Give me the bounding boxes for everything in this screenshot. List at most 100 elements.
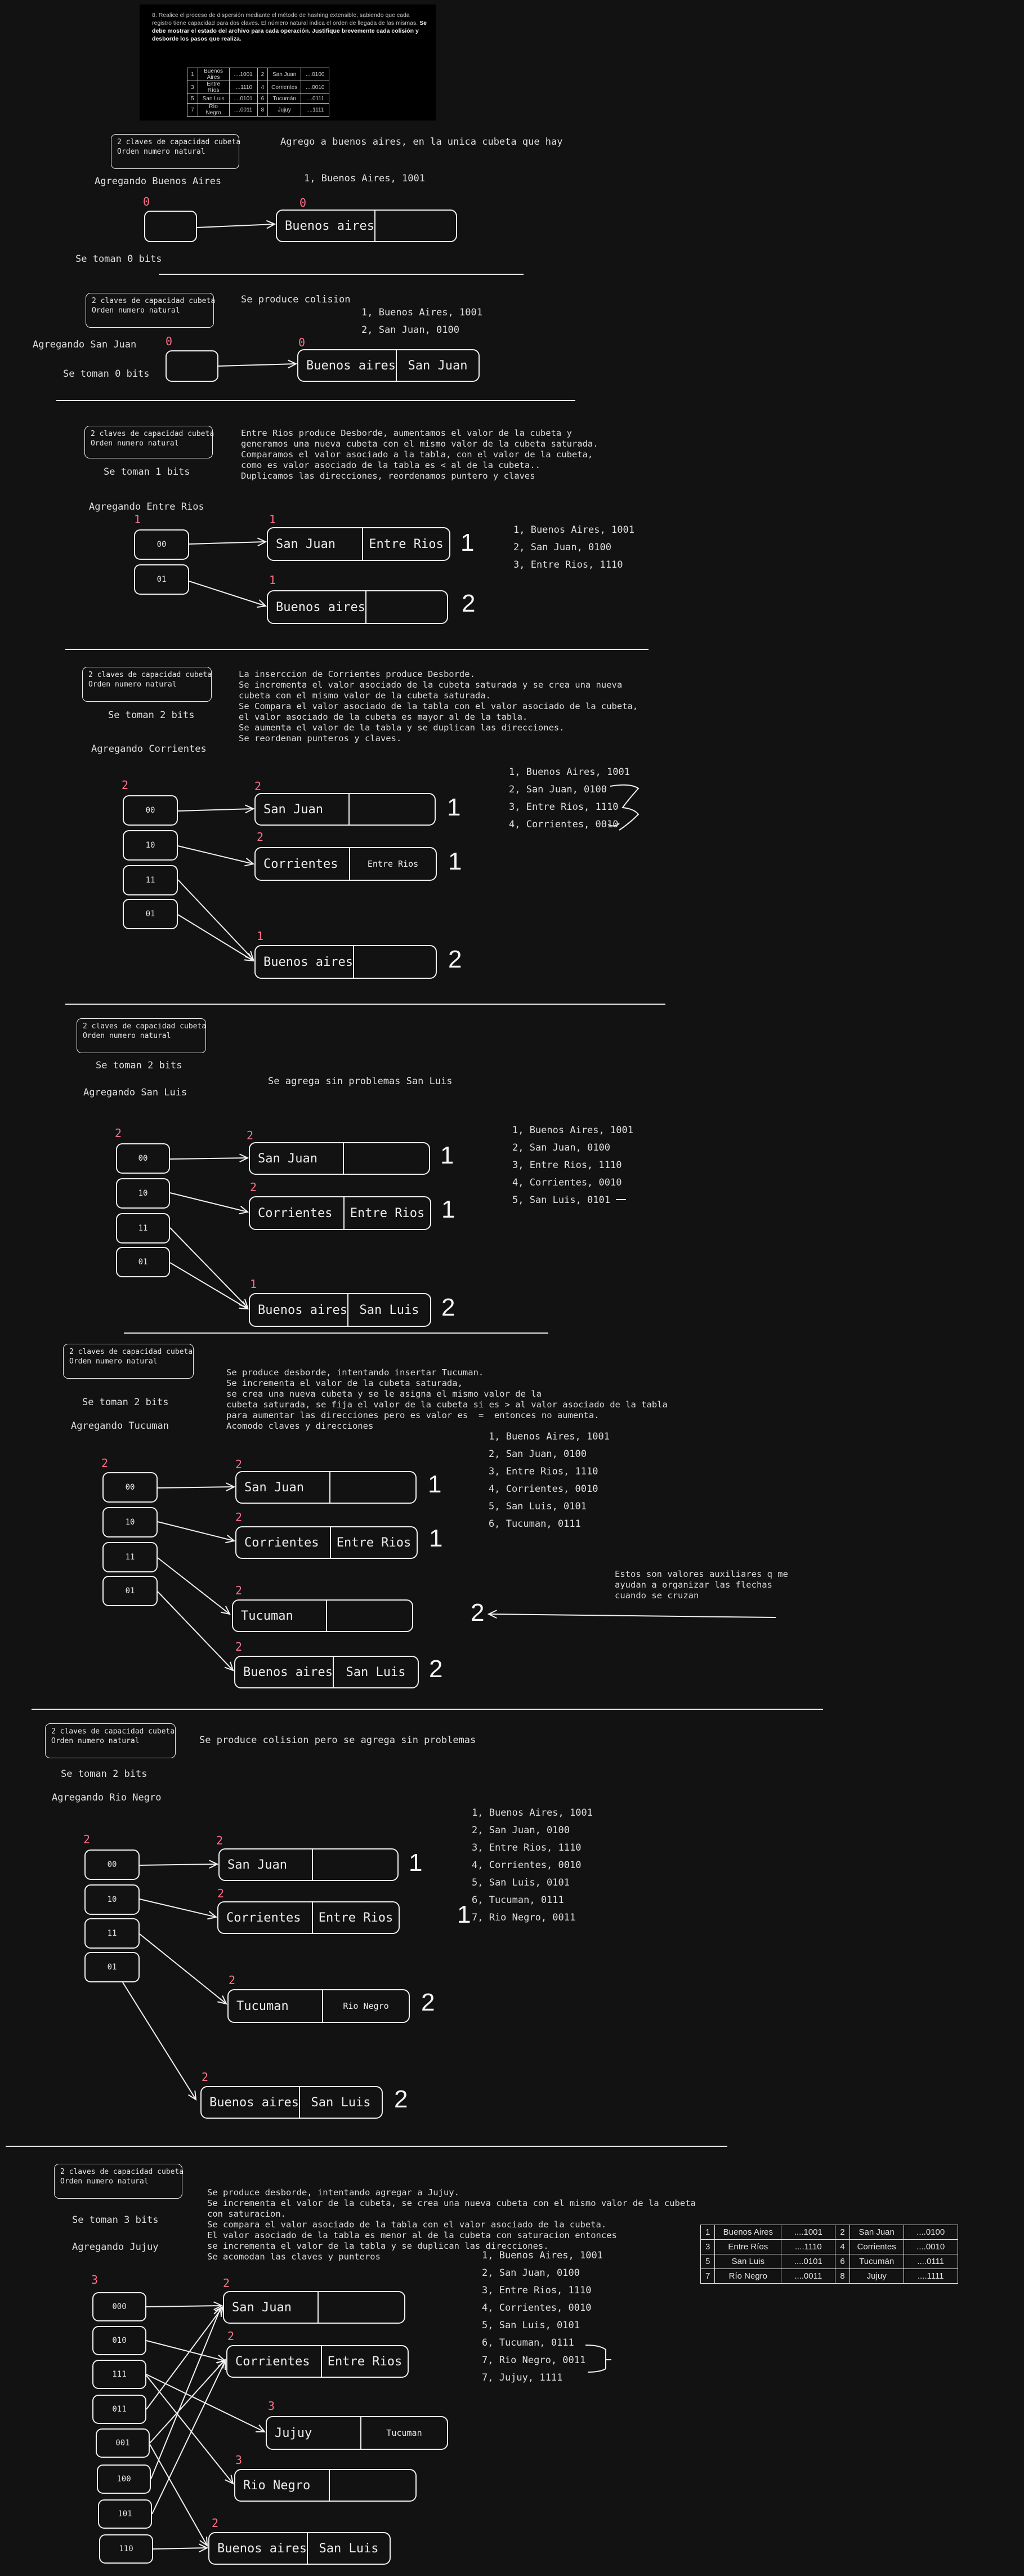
bucket-slot: Corrientes	[263, 857, 338, 871]
directory-cell: 00	[123, 795, 178, 826]
bucket-pointer-count: 2	[471, 1599, 485, 1626]
key-entry: 7, Rio Negro, 0011	[482, 2355, 586, 2366]
directory-cell: 11	[116, 1213, 170, 1244]
bucket-depth: 2	[254, 779, 262, 793]
bucket: Jujuy Tucuman	[266, 2416, 448, 2450]
directory-cell: 10	[123, 830, 178, 861]
key-entry: 1, Buenos Aires, 1001	[512, 1125, 633, 1136]
pointer-arrow	[153, 2547, 208, 2550]
key-table-cell: ....1111	[301, 103, 330, 117]
key-list: 1, Buenos Aires, 1001	[304, 173, 425, 184]
bucket: Tucuman	[232, 1599, 413, 1632]
auxiliary-note: Estos son valores auxiliares q me ayudan…	[615, 1569, 788, 1601]
key-table-cell: Entre Ríos	[714, 2239, 782, 2254]
key-entry: 2, San Juan, 0100	[361, 324, 459, 336]
bucket-slot	[348, 794, 435, 825]
bucket-slot	[326, 1601, 412, 1631]
directory-cell: 01	[102, 1576, 158, 1606]
pointer-arrow	[149, 2359, 226, 2444]
key-table-cell: 3	[700, 2239, 716, 2254]
note-line: Orden numero natural	[51, 1737, 140, 1745]
note-line: Orden numero natural	[117, 148, 205, 156]
bucket-pointer-count: 1	[428, 1470, 442, 1498]
bucket-pointer-count: 1	[448, 848, 462, 875]
arrow-head	[199, 2536, 208, 2547]
bucket: San Juan	[254, 793, 436, 826]
bucket-pointer-count: 1	[460, 529, 475, 556]
bucket-depth: 2	[250, 1180, 257, 1194]
bucket: Corrientes Entre Rios	[226, 2345, 409, 2378]
bucket-pointer-count: 2	[429, 1655, 443, 1683]
directory-cell: 10	[84, 1884, 140, 1915]
step-title: Agregando San Juan	[33, 339, 137, 350]
pointer-arrow	[157, 1591, 234, 1671]
key-table-cell: Corrientes	[849, 2239, 904, 2254]
note-line: 2 claves de capacidad cubeta	[91, 430, 214, 438]
note-line: Orden numero natural	[83, 1032, 171, 1040]
key-entry: 5, San Luis, 0101	[512, 1195, 610, 1206]
note-line: Orden numero natural	[69, 1357, 158, 1366]
step-description: Se produce desborde, intentando insertar…	[226, 1367, 668, 1431]
arrow-head	[207, 1911, 218, 1920]
pointer-arrow	[146, 2340, 226, 2361]
key-table-cell: San Juan	[849, 2225, 904, 2240]
bucket-pointer-count: 1	[429, 1525, 443, 1552]
directory-cell: 11	[123, 865, 178, 895]
directory-cell: 101	[98, 2499, 152, 2529]
bucket-slot: Buenos aires	[209, 2095, 299, 2110]
key-entry: 1, Buenos Aires, 1001	[472, 1807, 593, 1819]
note-line: Orden numero natural	[92, 306, 180, 315]
bucket-slot: San Juan	[276, 537, 336, 551]
bits-taken: Se toman 3 bits	[72, 2214, 159, 2226]
key-entry: 3, Entre Rios, 1110	[482, 2285, 592, 2296]
bucket-slot: Corrientes	[235, 2354, 310, 2369]
bucket: Buenos aires San Luis	[249, 1293, 431, 1327]
arrow-head	[209, 1860, 219, 1869]
key-table-cell: ....0011	[229, 103, 258, 117]
pointer-arrow	[157, 1486, 235, 1488]
bucket-depth: 2	[212, 2516, 219, 2530]
key-table-cell: Río Negro	[714, 2269, 782, 2284]
bucket-pointer-count: 1	[441, 1196, 455, 1223]
bucket-pointer-count: 1	[409, 1849, 423, 1877]
bucket-slot: San Juan	[244, 1480, 304, 1495]
bucket: Buenos aires	[267, 590, 448, 624]
bits-taken: Se toman 2 bits	[96, 1060, 182, 1071]
bucket-slot: Corrientes	[258, 1206, 333, 1220]
bucket-slot	[329, 2470, 415, 2501]
key-entry: 6, Tucuman, 0111	[489, 1518, 581, 1530]
key-table-cell: ....0101	[781, 2254, 836, 2269]
bucket: Buenos aires San Luis	[208, 2532, 391, 2565]
pointer-arrow	[177, 845, 254, 864]
bucket: San Juan	[223, 2291, 405, 2324]
exercise-text-bold: Se debe mostrar el estado del archivo pa…	[152, 20, 427, 42]
bucket: San Juan	[235, 1471, 417, 1504]
key-entry: 2, San Juan, 0100	[509, 784, 607, 795]
arrow-head	[238, 1301, 249, 1310]
key-table-cell: ....0010	[903, 2239, 958, 2254]
note-line: 2 claves de capacidad cubeta	[69, 1348, 193, 1356]
step-description: La inserccion de Corrientes produce Desb…	[239, 669, 638, 743]
arrow-head	[244, 952, 254, 962]
bucket-slot: San Juan	[395, 350, 479, 381]
bucket-depth: 0	[298, 336, 306, 349]
directory-cell: 00	[116, 1143, 170, 1174]
key-entry: 2, San Juan, 0100	[512, 1142, 610, 1153]
key-entry: 5, San Luis, 0101	[489, 1501, 587, 1512]
key-entry: 6, Tucuman, 0111	[472, 1895, 564, 1906]
directory-cell: 10	[116, 1178, 170, 1209]
bucket-pointer-count: 2	[448, 946, 462, 973]
bucket: San Juan	[218, 1848, 399, 1881]
bucket-slot: San Luis	[306, 2533, 390, 2564]
bucket-slot: Buenos aires	[306, 358, 396, 373]
bucket: Corrientes Entre Rios	[217, 1901, 400, 1934]
pointer-arrow	[488, 1614, 776, 1618]
step-description: Se produce desborde, intentando agregar …	[207, 2187, 696, 2262]
key-entry: 4, Corrientes, 0010	[489, 1483, 598, 1495]
bucket-depth: 1	[257, 929, 264, 943]
